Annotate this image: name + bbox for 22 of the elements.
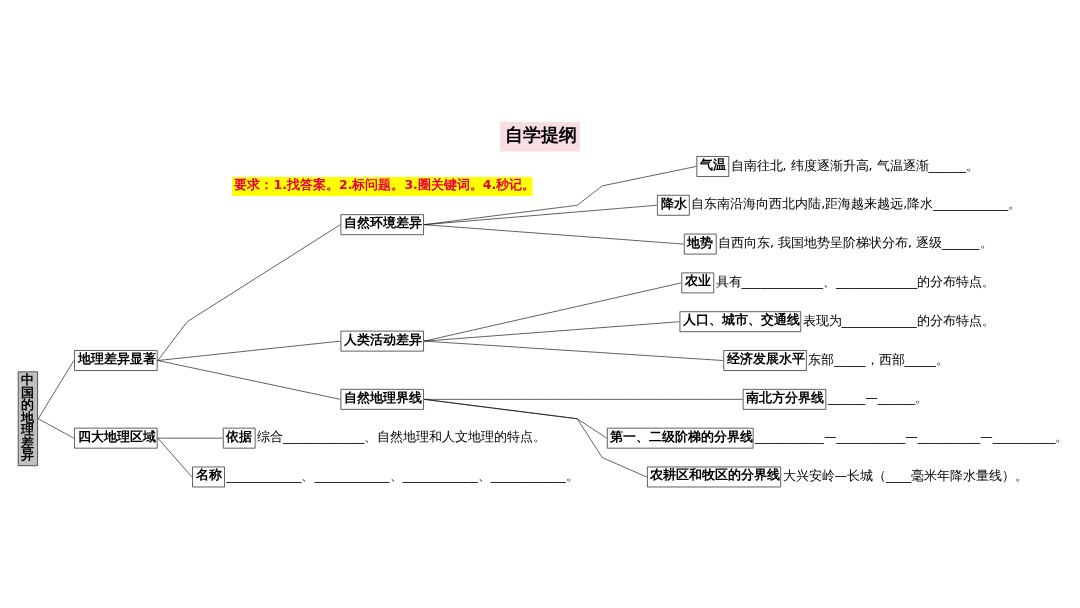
connector [157, 359, 341, 400]
connector [423, 282, 682, 341]
node-label: ______—______。 [827, 389, 929, 405]
connector [423, 223, 684, 244]
node-label: 综合_____________、自然地理和人文地理的特点。 [257, 428, 547, 444]
node-label: ____________、____________、____________、____________。 [226, 467, 579, 483]
node-label: 自东南沿海向西北内陆,距海越来越远,降水____________。 [691, 195, 1022, 211]
connector [423, 340, 724, 361]
node-label: ___________—___________—__________—__________。 [755, 428, 1069, 444]
connector [423, 398, 648, 477]
connector [423, 320, 680, 341]
node-label: 自南往北, 纬度逐渐升高, 气温逐渐______。 [730, 157, 980, 173]
connector [37, 417, 75, 438]
connector [37, 359, 75, 419]
diagram-title: 自学提纲 [504, 124, 577, 145]
node-label: 大兴安岭—长城（____毫米年降水量线）。 [782, 467, 1029, 483]
connector [157, 223, 341, 361]
node-label: 东部_____，西部_____。 [808, 351, 949, 367]
node-label: 表现为____________的分布特点。 [802, 312, 995, 328]
node-label: 自西向东, 我国地势呈阶梯状分布, 逐级______。 [718, 234, 993, 250]
node-label: 具有_____________、_____________的分布特点。 [715, 273, 996, 289]
label: 要求：1.找答案。2.标问题。3.圈关键词。4.秒记。 [234, 176, 536, 192]
